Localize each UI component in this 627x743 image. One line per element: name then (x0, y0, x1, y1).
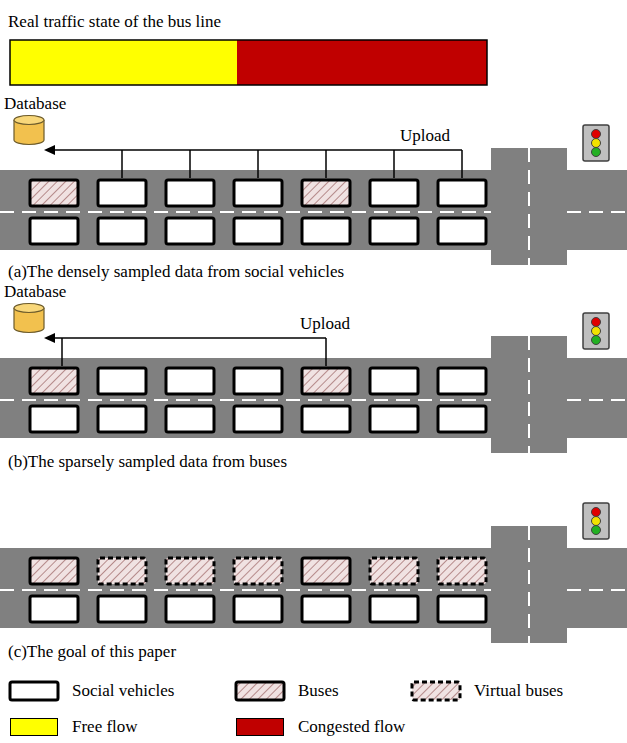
panel-caption: (c)The goal of this paper (8, 642, 176, 662)
database-cylinder (12, 114, 46, 146)
panel-caption: (b)The sparsely sampled data from buses (8, 452, 287, 472)
road-scene-b (0, 313, 627, 453)
vehicles-upper-lane (30, 180, 486, 206)
congested-flow-segment (237, 40, 487, 85)
database-label: Database (4, 282, 66, 302)
upload-arrow-a (44, 145, 462, 178)
traffic-light (583, 125, 609, 161)
vehicles-lower-lane (30, 218, 486, 244)
bar-border (10, 40, 487, 85)
traffic-light (583, 503, 609, 539)
legend-text: Free flow (72, 717, 138, 737)
vehicles-upper-lane (30, 368, 486, 394)
legend-swatch (236, 718, 284, 736)
database-node: Database (4, 282, 66, 334)
upload-label: Upload (300, 314, 350, 334)
upload-arrow-b (44, 333, 326, 366)
legend-text: Congested flow (298, 717, 405, 737)
legend-sample (8, 680, 60, 702)
vehicles-lower-lane (30, 406, 486, 432)
road (0, 336, 627, 453)
upload-label: Upload (400, 126, 450, 146)
database-cylinder (12, 302, 46, 334)
panel-caption: (a)The densely sampled data from social … (8, 262, 344, 282)
legend-text: Social vehicles (72, 681, 174, 701)
vehicles-lower-lane (30, 596, 486, 622)
free-flow-segment (10, 40, 237, 85)
state-title: Real traffic state of the bus line (8, 12, 221, 32)
road-scene-a (0, 125, 627, 265)
legend-sample (410, 680, 462, 702)
traffic-state-bar (10, 40, 487, 85)
legend-sample (234, 680, 286, 702)
road (0, 148, 627, 265)
vehicles-upper-lane (30, 558, 486, 584)
legend-text: Buses (298, 681, 339, 701)
database-node: Database (4, 94, 66, 146)
database-label: Database (4, 94, 66, 114)
road-scene-c (0, 503, 627, 643)
road (0, 526, 627, 643)
legend-swatch (10, 718, 58, 736)
traffic-light (583, 313, 609, 349)
legend-text: Virtual buses (474, 681, 563, 701)
